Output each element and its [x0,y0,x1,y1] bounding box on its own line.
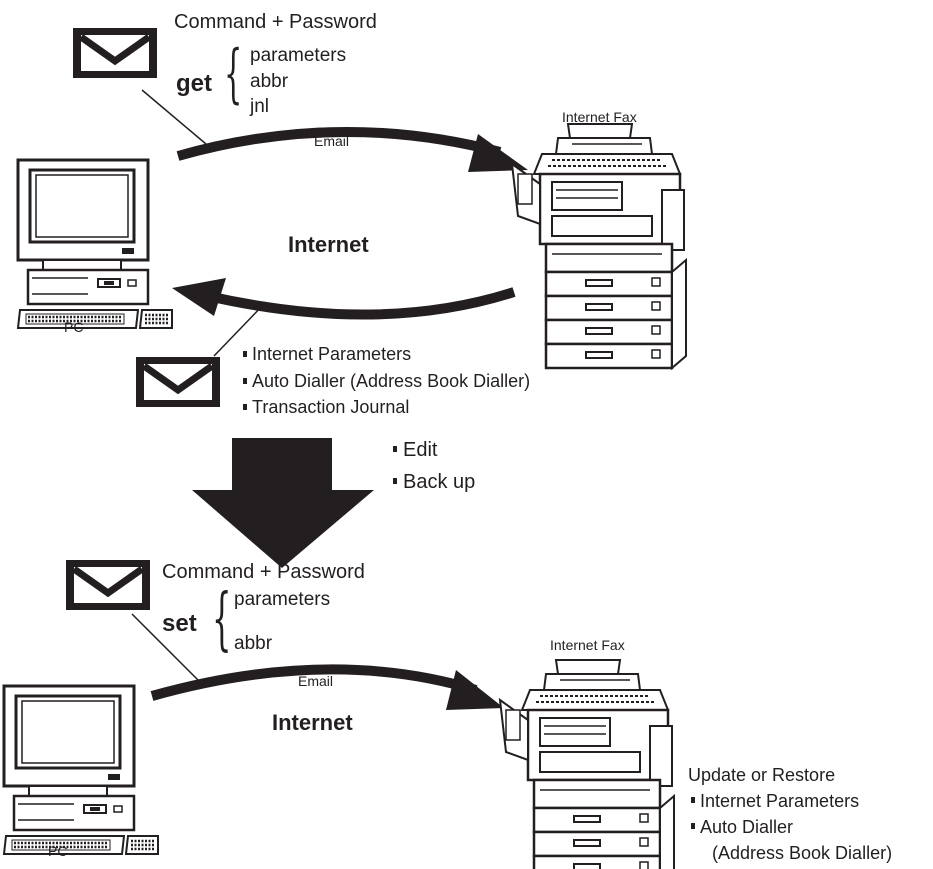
email-arrow [176,126,502,161]
get-item: parameters [250,45,347,66]
fax-machine-icon [510,122,688,370]
get-item: abbr [250,71,289,92]
brace: { [212,580,232,659]
email-label: Email [314,133,350,149]
reply-item: Transaction Journal [252,397,410,417]
pc-icon [16,158,174,330]
bullet [393,446,397,452]
internet-fax-label: Internet Fax [550,637,625,653]
connector-line [141,89,207,145]
internet-label: Internet [288,232,369,257]
connector-line [131,613,201,683]
command-password-label: Command + Password [162,561,365,583]
pc-icon [2,684,160,856]
pc-label: PC [48,843,68,859]
get-label: get [176,70,212,97]
envelope-icon [136,357,220,407]
return-arrow [206,287,516,320]
bullet [691,823,695,829]
update-item: Auto Dialler [700,817,794,837]
pc-label: PC [64,319,84,335]
update-item: Internet Parameters [700,791,860,811]
email-arrow-head [446,670,504,710]
bullet [243,351,247,357]
return-arrow-head [172,278,226,316]
reply-item: Auto Dialler (Address Book Dialler) [252,371,531,391]
internet-label: Internet [272,710,353,735]
get-item: jnl [250,96,270,117]
arrow-down-icon [192,438,374,568]
bullet [243,404,247,410]
command-password-label: Command + Password [174,11,377,33]
email-label: Email [298,673,334,689]
envelope-icon [66,560,150,610]
reply-item: Internet Parameters [252,344,412,364]
envelope-icon [73,28,157,78]
brace: { [224,37,243,111]
set-item: abbr [234,633,273,654]
internet-fax-label: Internet Fax [562,109,637,125]
update-title: Update or Restore [688,765,836,785]
set-item: parameters [234,589,331,610]
connector-line [213,301,267,357]
update-item: (Address Book Dialler) [712,843,893,863]
email-arrow-head [468,134,528,172]
bullet [691,797,695,803]
bullet [393,478,397,484]
bullet [243,378,247,384]
action-item: Back up [403,471,476,493]
fax-machine-icon [498,658,676,869]
action-item: Edit [403,439,438,461]
set-label: set [162,610,197,637]
email-arrow [150,664,478,701]
